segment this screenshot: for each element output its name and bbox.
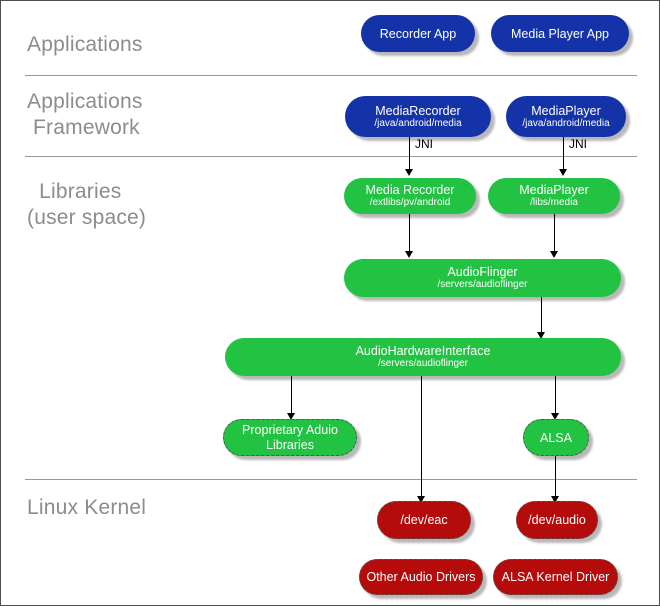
node-subtitle: /servers/audioflinger: [377, 358, 469, 369]
node-title: AudioHardwareInterface: [355, 344, 491, 358]
node-title: /dev/eac: [400, 513, 448, 527]
node-title: ALSA: [540, 430, 572, 445]
edge-mediarecorderlib-audioflinger: [409, 213, 411, 253]
divider-framework: [25, 156, 637, 157]
edge-mediarecorder-jni: [409, 137, 411, 171]
node-title: MediaPlayer: [519, 183, 589, 197]
arrowhead-mediarecorder-jni: [405, 169, 413, 176]
arrowhead-mediaplayer-jni: [559, 169, 567, 176]
node-subtitle: /libs/media: [530, 197, 578, 208]
divider-applications: [25, 75, 637, 76]
node-media-recorder-framework[interactable]: MediaRecorder /java/android/media: [345, 96, 491, 137]
arrowhead-audiohwinterface-proprietary: [287, 413, 295, 420]
edge-audiohwinterface-alsa: [555, 376, 557, 416]
divider-kernel: [25, 479, 637, 480]
node-media-player-app[interactable]: Media Player App: [491, 15, 629, 52]
node-title: Other Audio Drivers: [366, 570, 476, 584]
edge-label-jni-recorder: JNI: [415, 137, 433, 151]
node-title: Media Recorder: [365, 183, 455, 197]
node-media-recorder-lib[interactable]: Media Recorder /extlibs/pv/android: [344, 178, 476, 214]
node-audio-hardware-interface[interactable]: AudioHardwareInterface /servers/audiofli…: [225, 338, 621, 376]
layer-label-libraries: Libraries (user space): [27, 180, 147, 229]
edge-mediaplayerlib-audioflinger: [554, 213, 556, 253]
layer-label-applications: Applications: [27, 33, 143, 56]
layer-label-applications-framework: Applications Framework: [27, 90, 143, 139]
edge-audiohwinterface-deveac: [421, 376, 423, 500]
node-media-player-framework[interactable]: MediaPlayer /java/android/media: [506, 96, 626, 137]
node-alsa-kernel-driver[interactable]: ALSA Kernel Driver: [493, 559, 618, 595]
node-alsa[interactable]: ALSA: [523, 419, 589, 456]
node-subtitle: /java/android/media: [522, 117, 610, 129]
node-title: ALSA Kernel Driver: [501, 570, 610, 584]
node-title: Media Player App: [511, 26, 609, 41]
arrowhead-alsa-devaudio: [551, 496, 559, 503]
arrowhead-mediarecorderlib-audioflinger: [405, 251, 413, 258]
node-title: AudioFlinger: [447, 265, 518, 279]
node-title: Recorder App: [379, 26, 457, 41]
node-subtitle: /extlibs/pv/android: [369, 197, 451, 208]
node-title: /dev/audio: [528, 513, 586, 527]
edge-label-jni-player: JNI: [569, 137, 587, 151]
node-title: MediaRecorder: [375, 103, 461, 118]
arrowhead-audioflinger-audiohwinterface: [537, 332, 545, 339]
node-recorder-app[interactable]: Recorder App: [361, 15, 475, 52]
node-subtitle: /java/android/media: [374, 117, 462, 129]
node-subtitle: /servers/audioflinger: [437, 279, 528, 290]
node-other-audio-drivers[interactable]: Other Audio Drivers: [359, 559, 483, 595]
edge-alsa-devaudio: [555, 456, 557, 500]
node-title: Proprietary Aduio Libraries: [242, 422, 338, 452]
edge-audiohwinterface-proprietary: [291, 376, 293, 416]
layer-label-linux-kernel: Linux Kernel: [27, 496, 147, 519]
arrowhead-mediaplayerlib-audioflinger: [550, 251, 558, 258]
node-audioflinger[interactable]: AudioFlinger /servers/audioflinger: [344, 259, 621, 297]
node-dev-audio[interactable]: /dev/audio: [516, 501, 598, 539]
arrowhead-audiohwinterface-deveac: [417, 496, 425, 503]
node-proprietary-audio-libraries[interactable]: Proprietary Aduio Libraries: [223, 419, 357, 456]
arrowhead-audiohwinterface-alsa: [551, 413, 559, 420]
node-dev-eac[interactable]: /dev/eac: [377, 501, 471, 539]
node-media-player-lib[interactable]: MediaPlayer /libs/media: [488, 178, 620, 214]
edge-audioflinger-audiohwinterface: [541, 297, 543, 335]
node-title: MediaPlayer: [531, 103, 601, 118]
edge-mediaplayer-jni: [563, 137, 565, 171]
